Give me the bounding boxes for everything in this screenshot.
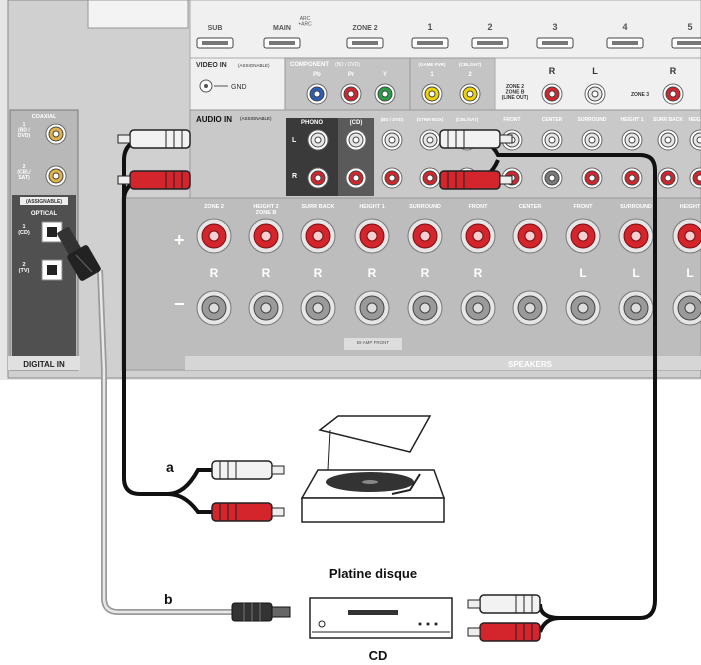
hdmi-label-4: 2 (487, 22, 492, 32)
speaker-label-2: SURR BACK (302, 204, 335, 210)
component-jack-label-2: Y (383, 72, 387, 78)
speaker-label-8: SURROUND (620, 204, 652, 210)
cables (57, 129, 657, 642)
video-num-1: 2 (468, 72, 472, 78)
coaxial-item-0: 1(BD /DVD) (18, 122, 31, 139)
plus-sign: + (174, 230, 185, 250)
speaker-label-6: CENTER (519, 204, 542, 210)
phono-label: PHONO (301, 120, 323, 126)
optical-plug (57, 226, 101, 281)
speakers-label: SPEAKERS (508, 360, 553, 369)
coaxial-item-1: 2(CBL/SAT) (17, 164, 31, 181)
digital-in-panel: COAXIAL 1(BD /DVD) 2(CBL/SAT) (ASSIGNABLE… (8, 109, 80, 371)
speaker-label-5: FRONT (469, 204, 489, 210)
cable-label-a: a (166, 459, 174, 475)
hdmi-arc-note: ARC+ARC (298, 16, 312, 28)
speaker-side-1: R (262, 266, 271, 280)
phono-l-plug (117, 129, 191, 149)
cd-player-icon (309, 597, 453, 639)
component-label: COMPONENT (290, 62, 329, 68)
video-in-section: VIDEO IN (ASSIGNABLE) GND (189, 57, 286, 111)
hdmi-label-6: 4 (622, 22, 627, 32)
pre-out-col-0: FRONT (503, 117, 520, 123)
pre-out-col-2: SURROUND (578, 117, 607, 123)
audio-in-sub: (ASSIGNABLE) (240, 116, 272, 121)
cd-l-plug (467, 594, 541, 614)
hdmi-label-3: 1 (427, 22, 432, 32)
zone-l-label: L (592, 66, 598, 76)
optical-item-0: 1(CD) (18, 224, 30, 236)
pre-out-col-4: SURR BACK (653, 117, 683, 123)
turntable-caption: Platine disque (329, 566, 417, 581)
cd-r-plug-receiver (439, 170, 513, 190)
turntable-l-plug (211, 460, 285, 480)
zone3-label: ZONE 3 (631, 92, 649, 98)
video-num-0: 1 (430, 72, 434, 78)
video-composite-section: (GAME PVR) 1 (CBL/SAT) 2 (409, 57, 496, 111)
turntable-r-plug (211, 502, 285, 522)
speaker-label-7: FRONT (574, 204, 594, 210)
speaker-label-9: HEIGHT (680, 204, 701, 210)
cd-input-label: (CD) (350, 120, 363, 126)
pre-out-col-1: CENTER (542, 117, 563, 123)
video-col-label-1: (CBL/SAT) (459, 62, 482, 67)
optical-item-1: 2(TV) (19, 262, 30, 274)
pre-out-col-3: HEIGHT 1 (620, 117, 643, 123)
speaker-side-7: L (579, 266, 586, 280)
audio-in-r-label: R (292, 173, 297, 180)
speaker-side-0: R (210, 266, 219, 280)
speaker-side-9: L (686, 266, 693, 280)
coaxial-label: COAXIAL (32, 114, 57, 120)
audio-in-col-0: (BD / DVD) (381, 117, 404, 122)
cd-r-plug (467, 622, 541, 642)
audio-in-l-label: L (292, 137, 297, 144)
optical-plug-cd (231, 602, 291, 622)
video-in-sub: (ASSIGNABLE) (238, 63, 270, 68)
cd-caption: CD (369, 648, 388, 663)
speaker-side-5: R (474, 266, 483, 280)
zone3-r-label: R (670, 66, 677, 76)
video-col-label-0: (GAME PVR) (419, 62, 447, 67)
audio-in-col-1: (STRM BOX) (417, 117, 444, 122)
digital-in-label: DIGITAL IN (23, 360, 65, 369)
hdmi-label-1: MAIN (273, 25, 291, 32)
component-section: COMPONENT (BD / DVD) Pb Pr Y (284, 57, 411, 111)
minus-sign: − (174, 294, 185, 314)
component-jack-label-1: Pr (348, 72, 355, 78)
hdmi-label-0: SUB (208, 25, 223, 32)
hdmi-label-7: 5 (687, 22, 692, 32)
hdmi-label-5: 3 (552, 22, 557, 32)
pre-out-col-5: HEIGHT 2 (688, 117, 701, 123)
hdmi-label-2: ZONE 2 (352, 25, 377, 32)
audio-in-label: AUDIO IN (196, 115, 232, 124)
audio-in-col-2: (CBL/SAT) (456, 117, 479, 122)
phono-r-plug (117, 170, 191, 190)
component-sub: (BD / DVD) (335, 62, 360, 68)
optical-label: OPTICAL (31, 211, 58, 217)
speaker-side-3: R (368, 266, 377, 280)
speaker-label-4: SURROUND (409, 204, 441, 210)
assignable-label: (ASSIGNABLE) (26, 199, 62, 205)
speaker-label-0: ZONE 2 (204, 204, 224, 210)
speaker-side-2: R (314, 266, 323, 280)
speaker-label-3: HEIGHT 1 (359, 204, 384, 210)
turntable-icon (300, 415, 446, 523)
receiver-rear-panel: SUB MAIN ZONE 2 1 2 3 4 5 ARC+ARC VIDEO IN (ASSI… (0, 0, 701, 380)
hdmi-row: SUB MAIN ZONE 2 1 2 3 4 5 ARC+ARC (189, 0, 701, 59)
video-in-label: VIDEO IN (196, 62, 227, 69)
cable-label-b: b (164, 591, 173, 607)
zone-r-label: R (549, 66, 556, 76)
cd-l-plug-receiver (439, 129, 513, 149)
speaker-side-8: L (632, 266, 639, 280)
component-jack-label-0: Pb (313, 72, 321, 78)
speaker-side-4: R (421, 266, 430, 280)
bi-amp-label: BI-AMP FRONT (357, 340, 389, 345)
gnd-label: GND (231, 84, 247, 91)
